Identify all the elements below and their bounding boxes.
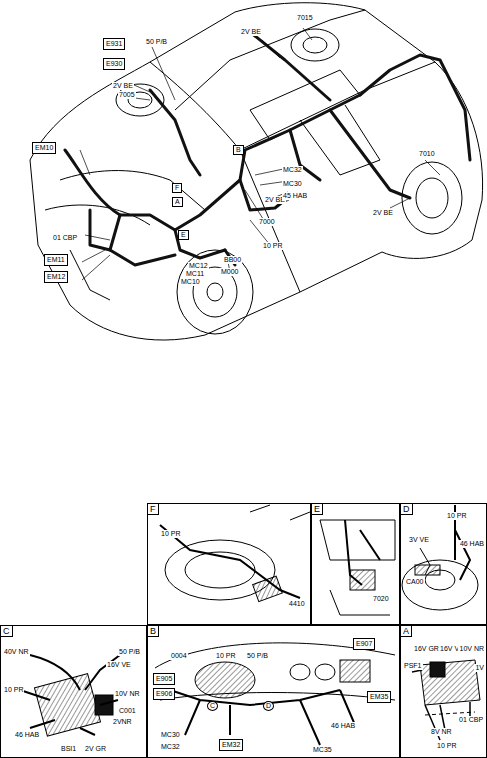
wire-label: 46 HAB [330,722,356,730]
detail-panel: F [147,503,311,625]
wire-label: 7010 [418,150,436,158]
wire-label: 2V BE [372,209,394,217]
panel-letter: A [401,626,412,637]
detail-ref: A [172,197,183,207]
detail-ref: D [263,701,274,711]
wire-label: PSF1 [403,662,423,670]
panel-letter: C [1,626,13,637]
connector-label: E906 [156,690,172,697]
detail-ref: F [172,183,182,193]
wire-label: 7000 [258,218,276,226]
wire-label: 7020 [372,595,390,603]
connector-label: C [210,702,215,709]
wire-label: MC32 [282,166,303,174]
wire-label: 46 HAB [14,731,40,739]
connector-label: EM35 [370,693,388,700]
connector-code: EM35 [367,691,391,703]
wire-label: C001 [118,707,137,715]
wire-label: 01 CBP [52,234,78,242]
connector-label: E907 [356,640,372,647]
connector-code: EM10 [32,142,56,154]
connector-code: EM32 [219,739,243,751]
wire-label: MC32 [160,743,181,751]
connector-label: E931 [106,40,122,47]
wire-label: 0004 [170,652,188,660]
wire-label: BSI1 [60,745,77,753]
wire-label: CA00 [405,578,425,586]
wire-label: 7005 [118,91,136,99]
wire-label: 10V NR [114,690,141,698]
connector-code: E930 [103,58,125,70]
wire-label: 2VNR [112,718,133,726]
connector-label: A [175,198,180,205]
panel-letter: F [148,504,159,515]
detail-ref: B [233,145,244,155]
wire-label: 10 PR [215,652,236,660]
wire-label: 46 HAB [459,540,485,548]
panel-letter: E [312,504,323,515]
wire-label: BB00 [223,256,242,264]
wire-label: 10 PR [262,242,283,250]
connector-code: E907 [353,638,375,650]
detail-ref: E [178,230,189,240]
wire-label: 8V NR [430,728,453,736]
detail-panel: B E905E906 E907EM35C D EM32 [147,625,400,758]
connector-label: EM12 [47,273,65,280]
wire-label: MC30 [160,731,181,739]
wire-label: 2V BE [112,82,134,90]
wire-label: MC12 [188,262,209,270]
wire-label: 10 PR [446,512,467,520]
connector-label: B [236,146,241,153]
wire-label: 10 PR [160,530,181,538]
wire-label: 4410 [288,600,306,608]
wire-label: 2V BE [240,28,262,36]
connector-label: E [181,231,186,238]
connector-label: EM11 [47,256,65,263]
wire-label: 50 P/B [145,38,168,46]
wire-label: 3V VE [408,536,430,544]
wire-label: 1V [474,664,485,672]
connector-code: EM11 [44,254,68,266]
wire-label: MC35 [312,746,333,754]
connector-label: D [266,702,271,709]
panel-letter: B [148,626,159,637]
wire-label: MC30 [282,180,303,188]
wire-label: 16V GR [413,645,440,653]
wire-label: 2V GR [84,745,107,753]
wire-label: 10 PR [3,686,24,694]
wire-label: 50 P/B [118,648,141,656]
connector-label: E930 [106,60,122,67]
detail-panel: E [311,503,400,625]
connector-code: E905 [153,673,175,685]
wire-label: M000 [220,268,240,276]
wire-label: 50 P/B [246,652,269,660]
connector-code: EM12 [44,271,68,283]
detail-panel: D [400,503,487,625]
connector-label: EM32 [222,741,240,748]
wire-label: 10 PR [436,742,457,750]
connector-label: F [175,184,179,191]
connector-code: E906 [153,688,175,700]
wire-label: 7015 [296,14,314,22]
wire-label: 16V VE [106,661,132,669]
panel-letter: D [401,504,413,515]
connector-code: E931 [103,38,125,50]
wire-label: 45 HAB [282,192,308,200]
wire-label: 01 CBP [458,716,484,724]
connector-label: EM10 [35,144,53,151]
connector-label: E905 [156,675,172,682]
detail-ref: C [207,701,218,711]
wire-label: 40V NR [3,648,30,656]
wire-label: MC11 [185,270,205,278]
wire-label: MC10 [180,278,201,286]
wire-label: 10V NR [458,645,485,653]
